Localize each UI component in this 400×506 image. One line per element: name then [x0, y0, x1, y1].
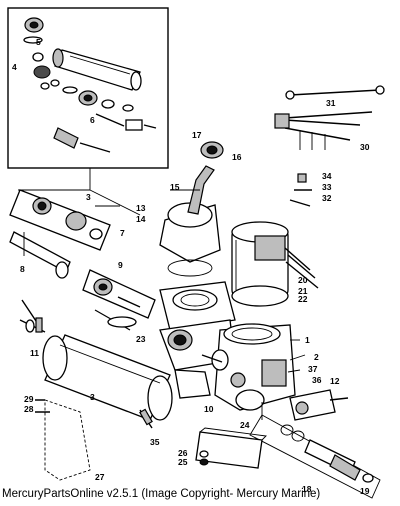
callout-22: 22 — [298, 294, 308, 304]
seal-kit-inset — [7, 7, 169, 216]
callout-7: 7 — [120, 228, 125, 238]
callout-8: 8 — [20, 264, 25, 274]
callout-21: 21 — [298, 286, 308, 296]
callout-23: 23 — [136, 334, 146, 344]
callout-1: 1 — [305, 335, 310, 345]
block-24 — [195, 427, 267, 469]
callout-13: 13 — [136, 203, 146, 213]
fill-cap — [200, 141, 224, 159]
callout-36: 36 — [312, 375, 322, 385]
callout-26: 26 — [178, 448, 188, 458]
valve-group-7 — [9, 189, 111, 251]
manifold — [174, 323, 296, 411]
callout-32: 32 — [322, 193, 332, 203]
callout-31: 31 — [326, 98, 336, 108]
wiring-harness — [274, 85, 385, 150]
callout-19: 19 — [360, 486, 370, 496]
trim-cylinder — [19, 319, 173, 421]
callout-29: 29 — [24, 394, 34, 404]
callout-2: 2 — [314, 352, 319, 362]
callout-9: 9 — [118, 260, 123, 270]
valve-group-9 — [82, 269, 156, 331]
callout-33: 33 — [322, 182, 332, 192]
callout-17: 17 — [192, 130, 202, 140]
callout-34: 34 — [322, 171, 332, 181]
hardware-32-34 — [289, 173, 312, 207]
callout-35: 35 — [150, 437, 160, 447]
callout-24: 24 — [240, 420, 250, 430]
callout-12: 12 — [330, 376, 340, 386]
callout-5: 5 — [36, 37, 41, 47]
valve-kit-18 — [249, 414, 381, 499]
piston-rod — [9, 231, 71, 333]
callout-11: 11 — [30, 348, 39, 358]
callout-14: 14 — [136, 214, 146, 224]
callout-15: 15 — [170, 182, 180, 192]
callout-4: 4 — [12, 62, 17, 72]
leader-lines — [23, 189, 306, 420]
reservoir — [159, 165, 221, 277]
callout-28: 28 — [24, 404, 34, 414]
callout-25: 25 — [178, 457, 188, 467]
callout-6: 6 — [90, 115, 95, 125]
callout-18: 18 — [302, 484, 312, 494]
fasteners-25-26 — [199, 450, 209, 466]
image-caption: MercuryPartsOnline v2.5.1 (Image Copyrig… — [2, 488, 321, 500]
manual-release-valve — [289, 389, 349, 421]
bracket-27 — [35, 399, 91, 481]
callout-27: 27 — [95, 472, 105, 482]
callout-20: 20 — [298, 275, 308, 285]
callout-16: 16 — [232, 152, 242, 162]
callout-10: 10 — [204, 404, 214, 414]
callout-30: 30 — [360, 142, 370, 152]
pump-motor — [231, 221, 319, 307]
callout-labels: 1 2 3 3 4 5 6 7 8 9 10 11 12 13 14 15 16… — [12, 37, 370, 496]
pin-35 — [139, 408, 153, 429]
callout-3b: 3 — [90, 392, 95, 402]
callout-37: 37 — [308, 364, 318, 374]
callout-3: 3 — [86, 192, 91, 202]
